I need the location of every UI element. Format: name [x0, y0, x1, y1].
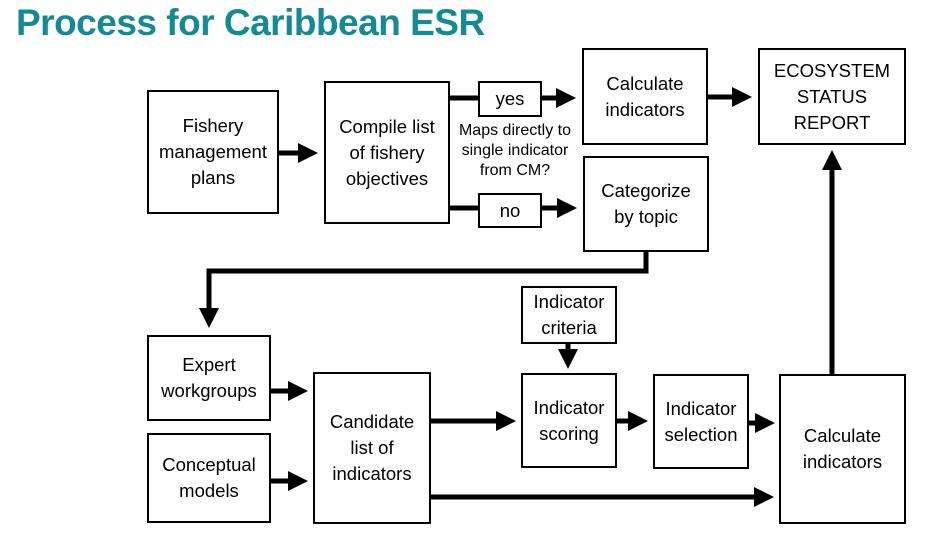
indicator-selection-box: Indicator selection: [653, 374, 749, 469]
ecosystem-status-report-box: ECOSYSTEM STATUS REPORT: [758, 48, 906, 145]
compile-objectives-box: Compile list of fishery objectives: [324, 81, 450, 224]
calculate-indicators-bottom-box: Calculate indicators: [779, 374, 906, 524]
expert-workgroups-box: Expert workgroups: [147, 335, 271, 421]
indicator-criteria-box: Indicator criteria: [521, 286, 617, 344]
decision-question: Maps directly to single indicator from C…: [458, 122, 572, 179]
no-box: no: [478, 193, 542, 228]
categorize-by-topic-box: Categorize by topic: [583, 156, 709, 252]
arrow-categorize-to-expert: [199, 251, 649, 328]
conceptual-models-box: Conceptual models: [147, 433, 271, 523]
calculate-indicators-top-box: Calculate indicators: [582, 48, 708, 145]
fishery-management-plans-box: Fishery management plans: [147, 90, 279, 214]
yes-box: yes: [478, 81, 542, 117]
page-title: Process for Caribbean ESR: [16, 2, 485, 43]
indicator-scoring-box: Indicator scoring: [521, 373, 617, 468]
candidate-list-box: Candidate list of indicators: [313, 372, 431, 524]
